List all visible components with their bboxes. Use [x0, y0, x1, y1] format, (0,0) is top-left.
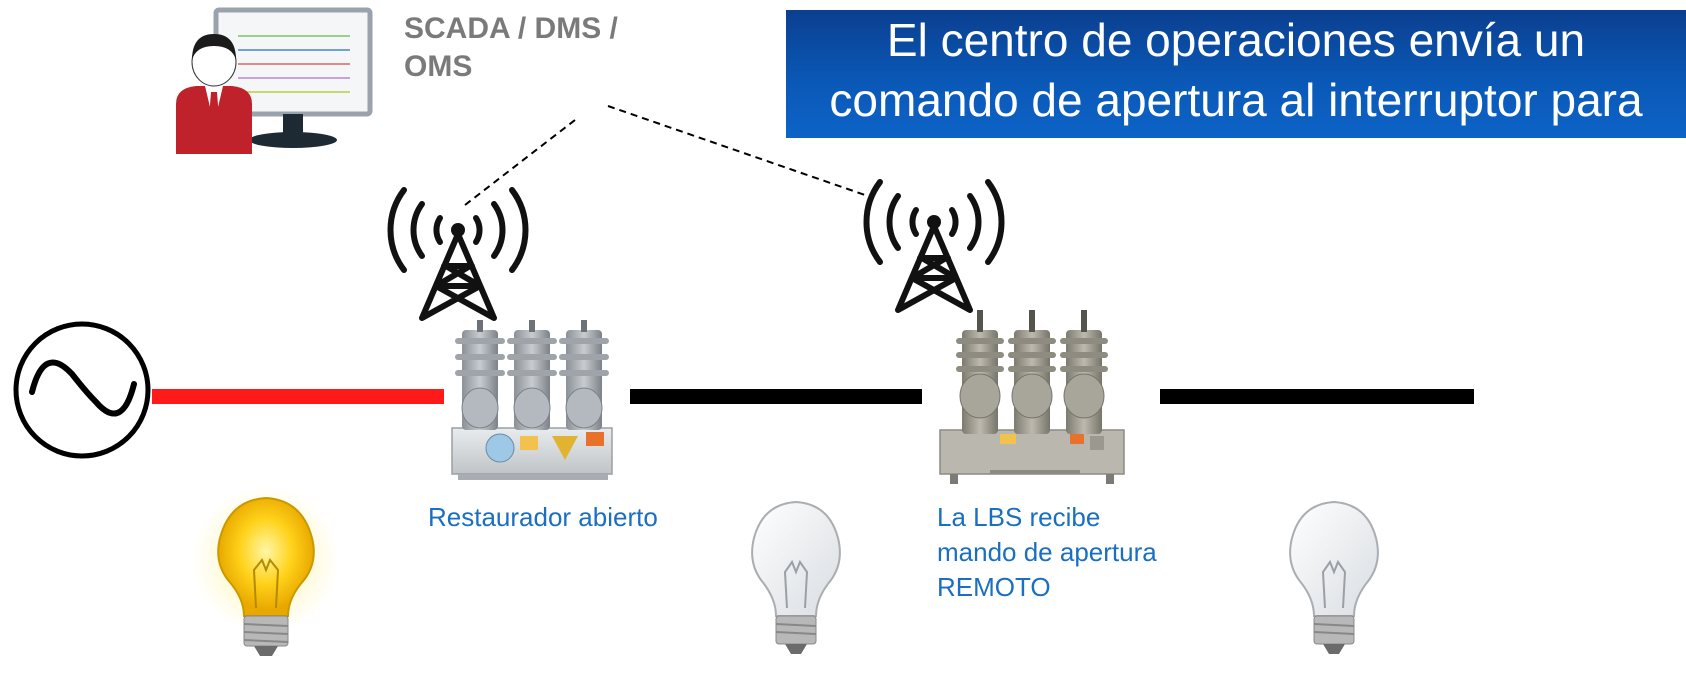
operator-workstation-icon [176, 7, 373, 154]
recloser-icon [451, 320, 613, 480]
light-bulb-icon [1289, 500, 1379, 654]
light-bulb-icon [751, 500, 841, 654]
lbs-caption-line-1: La LBS recibe [937, 502, 1101, 532]
lbs-caption-line-3: REMOTO [937, 572, 1051, 602]
light-bulb-icon [192, 486, 340, 656]
operations-banner: El centro de operaciones envía un comand… [786, 10, 1686, 138]
banner-line-1: El centro de operaciones envía un [886, 14, 1586, 66]
recloser-caption: Restaurador abierto [428, 502, 658, 532]
banner-line-2: comando de apertura al interruptor para [829, 74, 1643, 126]
ac-source-icon [13, 321, 151, 459]
deenergized-line-segment [1160, 389, 1474, 404]
scada-label: SCADA / DMS / OMS [404, 12, 618, 83]
radio-tower-icon [863, 179, 1005, 313]
comm-link-lbs [607, 105, 866, 196]
comm-link-recloser [464, 119, 576, 206]
energized-line-segment [152, 389, 444, 404]
radio-tower-icon [387, 187, 529, 321]
load-break-switch-icon [939, 310, 1125, 484]
lbs-caption-line-2: mando de apertura [937, 537, 1157, 567]
deenergized-line-segment [630, 389, 922, 404]
lbs-caption: La LBS recibe mando de apertura REMOTO [937, 500, 1157, 605]
